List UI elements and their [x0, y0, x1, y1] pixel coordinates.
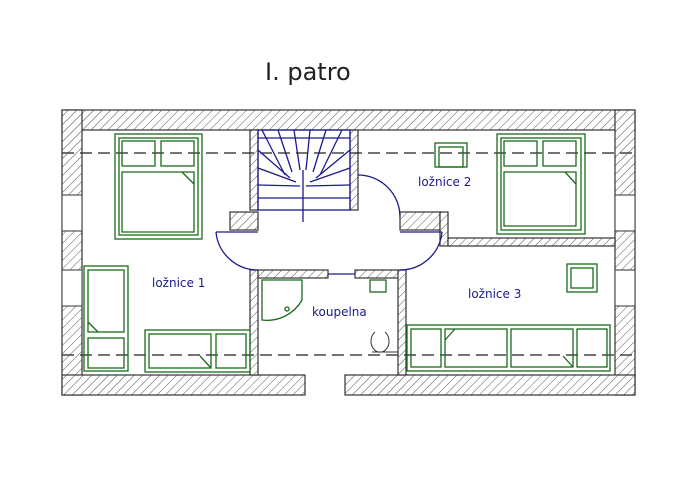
furniture-bathroom	[261, 279, 398, 353]
window-right-1	[614, 194, 636, 232]
stair-outline	[257, 129, 351, 211]
window-right-2	[614, 269, 636, 307]
wall-stair-left-stub	[229, 211, 259, 231]
wall-stair-left	[249, 129, 259, 211]
pillow	[542, 140, 577, 167]
room-label-loznice3: ložnice 3	[468, 287, 521, 301]
staircase	[257, 129, 351, 222]
wall-stair-right	[349, 129, 359, 211]
windows	[61, 194, 636, 307]
wall-top	[61, 109, 636, 131]
door-bedroom1	[215, 231, 259, 271]
window-left-2	[61, 269, 83, 307]
room-label-loznice1: ložnice 1	[152, 276, 205, 290]
room-label-koupelna: koupelna	[312, 305, 367, 319]
bed-double-2	[496, 133, 586, 235]
wall-hall-right-stub	[399, 211, 441, 231]
wall-bath-top-right	[354, 269, 401, 279]
pillow	[503, 140, 538, 167]
room-label-loznice2: ložnice 2	[418, 175, 471, 189]
furniture-bedroom3	[406, 263, 611, 372]
pillow	[160, 140, 195, 167]
sink	[369, 279, 387, 293]
pillow	[121, 140, 156, 167]
walls	[61, 109, 636, 396]
shower	[261, 279, 303, 321]
wardrobe	[83, 265, 129, 372]
window-left-1	[61, 194, 83, 232]
bed-single-1	[144, 329, 251, 373]
wall-hall-right-vertical	[439, 211, 449, 247]
door-bedroom3	[399, 231, 443, 271]
door-bedroom2	[357, 174, 401, 218]
doors	[215, 174, 443, 275]
bed-double-1	[114, 133, 203, 240]
wall-bath-left	[249, 269, 259, 376]
wall-bath-top-left	[257, 269, 329, 279]
toilet	[370, 331, 390, 353]
wall-bottom-left	[61, 374, 306, 396]
wall-bottom-right	[344, 374, 636, 396]
chair	[566, 263, 598, 293]
wall-bedroom2-bottom	[447, 237, 616, 247]
plan-title: I. patro	[265, 58, 351, 86]
beds-row	[406, 324, 611, 372]
furniture-bedroom2	[434, 133, 586, 235]
furniture-bedroom1	[83, 133, 251, 373]
wall-bath-right	[397, 269, 407, 376]
